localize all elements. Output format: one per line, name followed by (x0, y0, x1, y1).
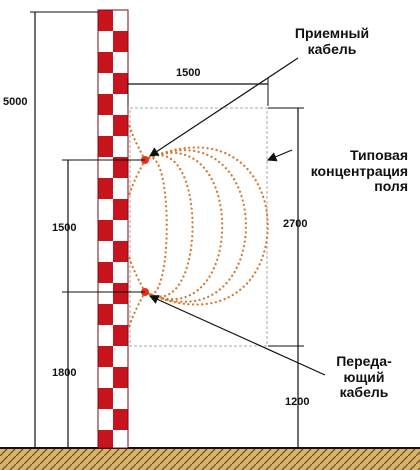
pole-band (113, 10, 128, 31)
pole-band (113, 178, 128, 199)
field-lobe (127, 290, 147, 330)
pole-band (113, 199, 128, 220)
pole-band (98, 136, 113, 157)
caption-transmitting-cable: Переда- ющий кабель (336, 353, 392, 401)
field-loop (143, 156, 168, 296)
pole-outline (97, 9, 129, 449)
field-boundary (129, 107, 268, 347)
pole-band (113, 136, 128, 157)
caption-receiving-cable: Приемный кабель (294, 25, 370, 57)
pole-band (98, 367, 113, 388)
pole-band (113, 73, 128, 94)
field-lobe (127, 254, 147, 294)
label-horizontal-extent: 1500 (176, 67, 201, 79)
pole-band (98, 220, 113, 241)
pole-band (113, 94, 128, 115)
field-lobe (127, 122, 147, 162)
field-lobe (127, 158, 147, 198)
pole-band (113, 346, 128, 367)
pole-band (98, 283, 113, 304)
pole-band (113, 430, 128, 448)
pole-band (98, 241, 113, 262)
pole-band (98, 409, 113, 430)
pole-band (98, 325, 113, 346)
ground (0, 448, 420, 470)
pole-band (113, 325, 128, 346)
leader-receiving-cable (148, 57, 299, 157)
pole-band (113, 31, 128, 52)
field-loop (143, 149, 248, 303)
label-receiver-spacing: 1500 (52, 222, 77, 234)
pole-band (113, 283, 128, 304)
pole-band (113, 388, 128, 409)
leader-typical-field (266, 149, 293, 162)
field-loop (143, 151, 224, 301)
pole-band (113, 220, 128, 241)
pole-band (98, 73, 113, 94)
pole-band (113, 304, 128, 325)
pole-band (113, 52, 128, 73)
pole-band (98, 10, 113, 31)
pole-band (98, 430, 113, 448)
pole-band (98, 388, 113, 409)
pole-band (113, 115, 128, 136)
pole-band (98, 178, 113, 199)
pole-band (98, 115, 113, 136)
pole-band (98, 346, 113, 367)
pole (97, 9, 129, 449)
pole-band (98, 199, 113, 220)
pole-band (98, 304, 113, 325)
label-total-height: 5000 (3, 96, 28, 108)
pole-band (113, 241, 128, 262)
pole-band (98, 52, 113, 73)
pole-band (98, 31, 113, 52)
caption-typical-field: Типовая концентрация поля (310, 147, 408, 195)
pole-band (113, 367, 128, 388)
pole-band (113, 409, 128, 430)
label-transmitter-height: 1800 (52, 367, 77, 379)
pole-band (98, 157, 113, 178)
pole-band (98, 94, 113, 115)
pole-band (98, 262, 113, 283)
field-loop (143, 154, 194, 298)
leader-transmitting-cable (148, 295, 326, 376)
label-field-bottom-height: 1200 (285, 396, 310, 408)
pole-band (113, 262, 128, 283)
pole-band (113, 157, 128, 178)
label-field-height: 2700 (283, 218, 308, 230)
field-lines (127, 122, 269, 330)
